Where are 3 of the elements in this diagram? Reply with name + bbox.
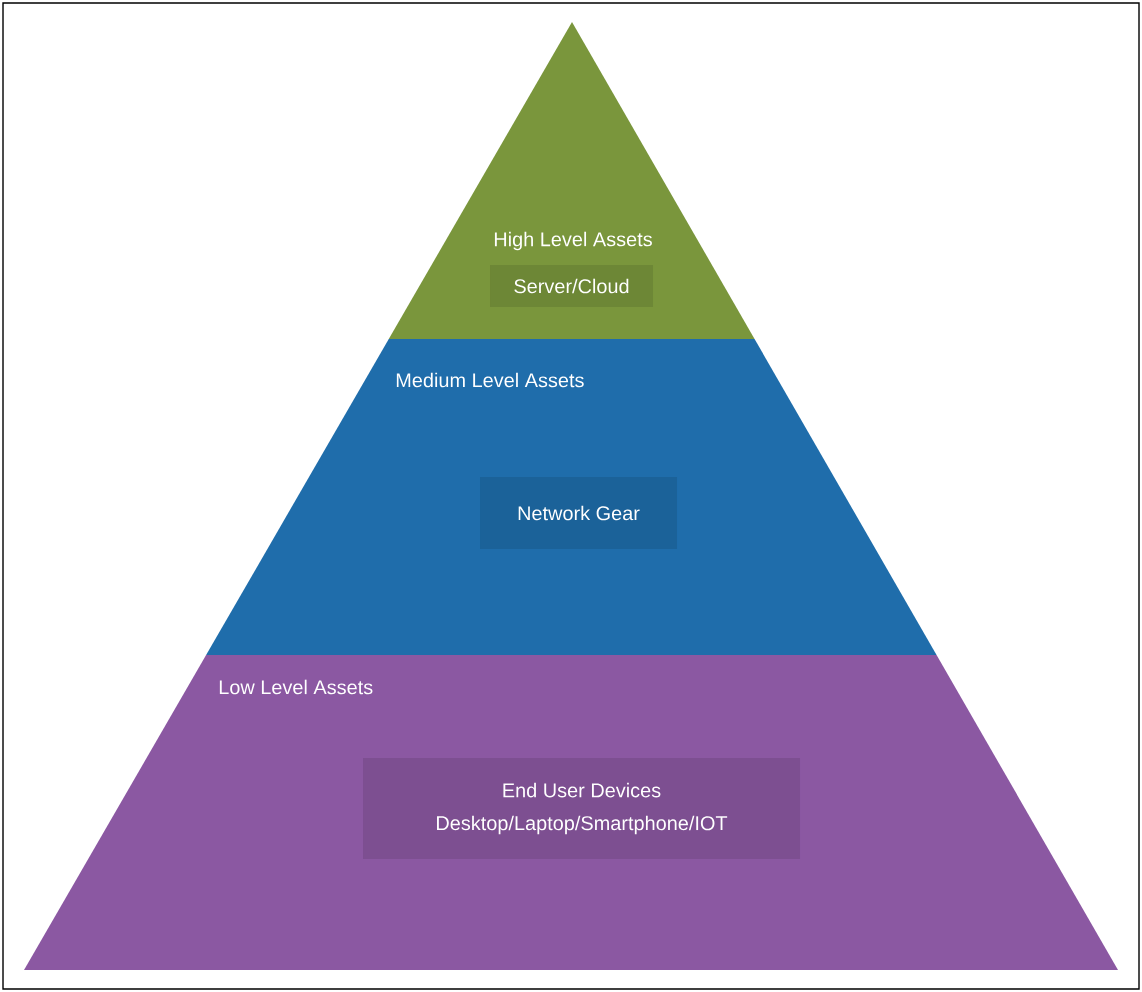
label-box: Server/Cloud xyxy=(490,265,653,307)
label-box: Network Gear xyxy=(480,477,677,549)
label-box: End User Devices Desktop/Laptop/Smartphone/IOT xyxy=(363,758,800,859)
